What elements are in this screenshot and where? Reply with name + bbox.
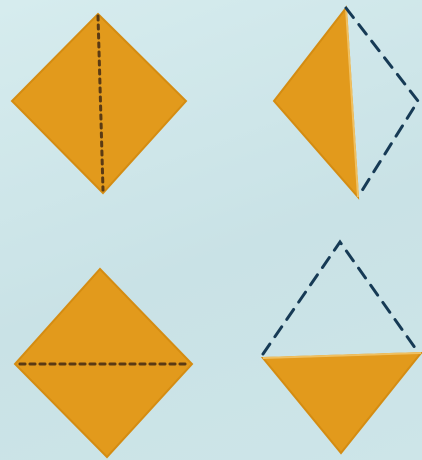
folded-half xyxy=(274,8,358,197)
half-folded-horizontal xyxy=(263,242,421,453)
dashed-outline-top xyxy=(263,242,418,354)
half-folded-vertical xyxy=(274,8,418,197)
folded-half xyxy=(263,353,421,453)
square-horizontal-fold xyxy=(15,269,192,457)
square-vertical-fold xyxy=(12,14,186,193)
paper-square xyxy=(12,14,186,193)
